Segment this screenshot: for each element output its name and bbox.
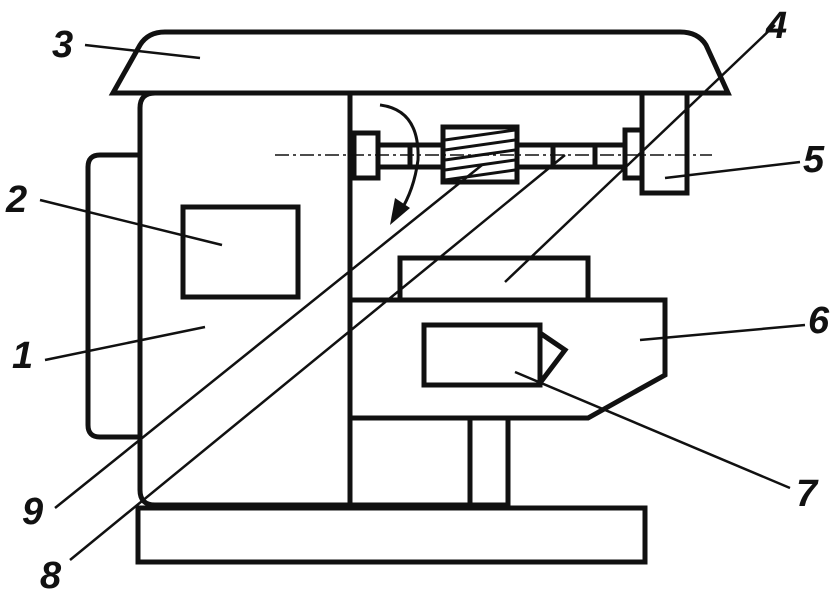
label-3: 3 (52, 24, 73, 66)
motor-housing (85, 152, 140, 440)
label-5: 5 (803, 139, 825, 181)
top-cover (108, 29, 732, 96)
label-8: 8 (40, 555, 62, 597)
label-2: 2 (5, 179, 27, 221)
feed-motor (421, 322, 543, 388)
rotation-arrowhead-icon (390, 198, 410, 225)
label-9: 9 (22, 491, 43, 533)
label-6: 6 (808, 300, 830, 342)
pillar (467, 415, 511, 508)
rotation-arrow-icon (379, 103, 420, 213)
label-1: 1 (12, 335, 33, 377)
feed-motor-nose (538, 330, 569, 385)
label-7: 7 (796, 473, 819, 515)
column (137, 90, 350, 508)
right-bearing (622, 127, 645, 181)
window (180, 204, 301, 300)
upright (639, 90, 690, 196)
slide (352, 297, 668, 421)
leader-lines (39, 24, 806, 561)
label-4: 4 (765, 5, 787, 47)
base (135, 505, 648, 565)
table (397, 255, 591, 303)
